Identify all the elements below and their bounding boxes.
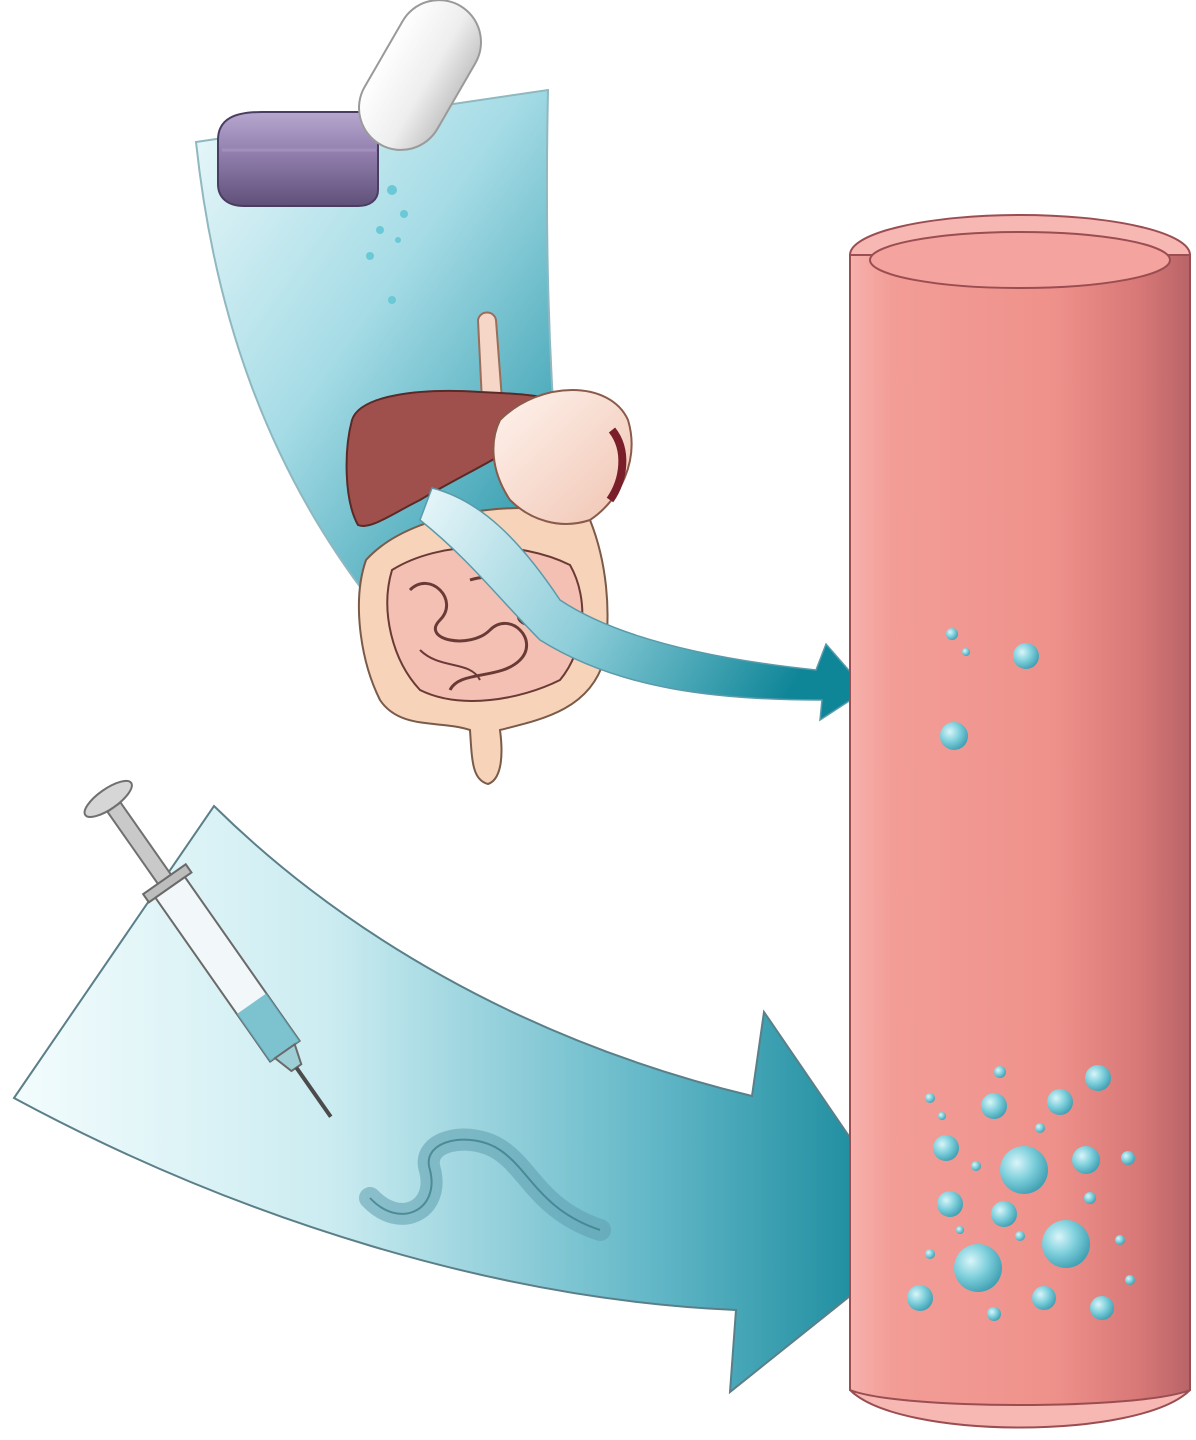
injection-route-panel [14,775,920,1392]
oral-route-panel [196,0,866,784]
blood-vessel-icon [850,215,1190,1428]
stomach-icon [493,390,631,524]
